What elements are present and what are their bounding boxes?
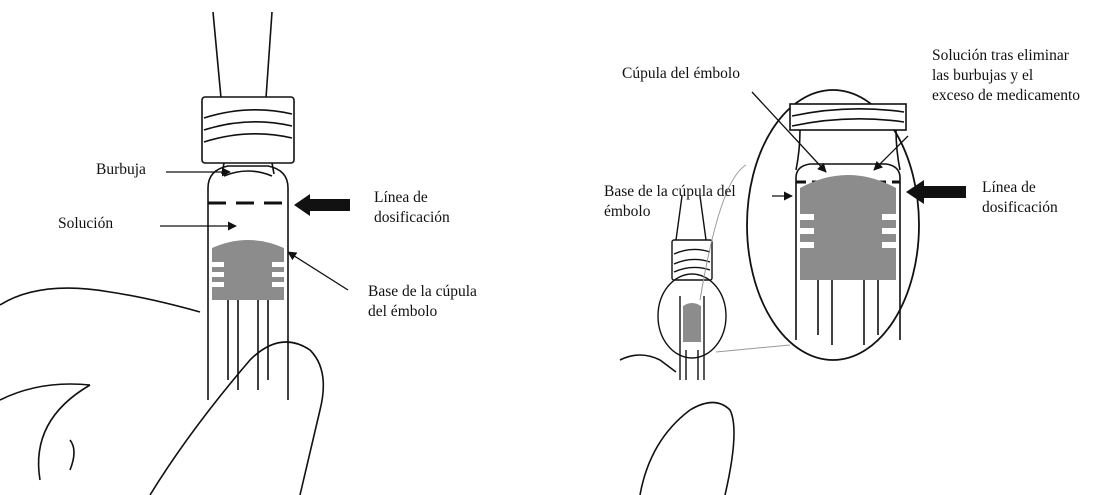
label-dosing-line-right-1: Línea de <box>982 179 1036 196</box>
label-dome-base-left-1: Base de la cúpula <box>368 283 477 300</box>
label-bubble-text: Burbuja <box>96 161 146 178</box>
left-plunger-rod <box>227 300 269 390</box>
left-needle-cap-line <box>212 11 222 99</box>
left-plunger-ribs <box>212 262 284 287</box>
left-plunger-dome <box>212 240 284 300</box>
solution-after-arrow <box>873 135 909 171</box>
left-syringe-barrel <box>207 165 289 400</box>
dome-arrow <box>751 91 827 173</box>
right-big-dome <box>800 175 896 280</box>
right-big-ribs <box>800 214 896 248</box>
right-small-syringe <box>657 195 727 380</box>
right-dosing-arrow <box>906 180 966 204</box>
dome-base-arrow <box>287 251 349 291</box>
label-bubble: Burbuja <box>96 160 146 180</box>
label-dome-base-right-2: émbolo <box>604 203 651 220</box>
left-needle-cap-line <box>265 11 273 99</box>
left-cap-thread <box>203 109 293 119</box>
label-plunger-dome: Cúpula del émbolo <box>622 64 740 84</box>
label-dome-base-left: Base de la cúpula del émbolo <box>368 282 477 322</box>
left-dosing-arrow <box>294 194 350 216</box>
label-dosing-line-right-2: dosificación <box>982 199 1058 216</box>
left-cap-ring <box>201 96 295 164</box>
left-arrows <box>160 167 349 291</box>
label-solution-text: Solución <box>58 215 114 232</box>
label-dome-base-right: Base de la cúpula del émbolo <box>604 182 736 222</box>
right-magnify-connector <box>699 164 791 353</box>
left-hand <box>0 287 325 495</box>
right-magnify-small <box>657 273 727 359</box>
right-big-cap <box>789 103 907 131</box>
right-magnify-circle <box>746 89 920 361</box>
label-dome-base-right-1: Base de la cúpula del <box>604 183 736 200</box>
label-solution-after-1: Solución tras eliminar <box>932 47 1069 64</box>
label-dosing-line-right: Línea de dosificación <box>982 178 1058 218</box>
right-hand <box>619 354 735 495</box>
label-dome-base-left-2: del émbolo <box>368 303 438 320</box>
right-small-needle <box>675 195 707 241</box>
right-small-dome <box>683 303 701 342</box>
label-solution-after: Solución tras eliminar las burbujas y el… <box>932 46 1080 106</box>
label-dosing-line-left-2: dosificación <box>374 209 450 226</box>
label-plunger-dome-text: Cúpula del émbolo <box>622 65 740 82</box>
label-solution-after-3: exceso de medicamento <box>932 87 1081 104</box>
left-cap-thread <box>203 133 293 143</box>
left-bubble <box>223 170 273 177</box>
right-arrows <box>751 91 909 201</box>
label-solution-after-2: las burbujas y el <box>932 67 1034 84</box>
left-syringe <box>201 11 295 400</box>
left-cap-thread <box>203 121 293 131</box>
label-solution: Solución <box>58 214 113 234</box>
label-dosing-line-left-1: Línea de <box>374 189 428 206</box>
label-dosing-line-left: Línea de dosificación <box>374 188 450 228</box>
